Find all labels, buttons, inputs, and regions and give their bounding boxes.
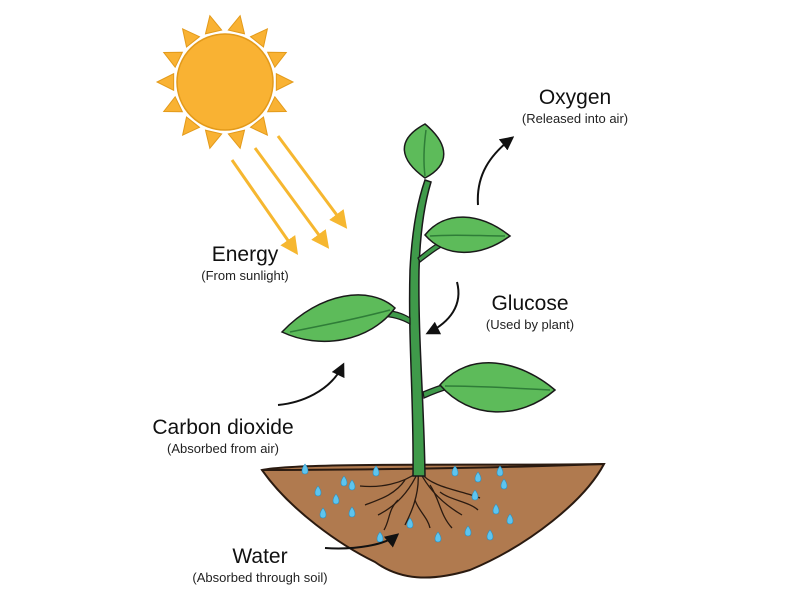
- energy-label: Energy (From sunlight): [180, 243, 310, 284]
- water-drop: [486, 529, 494, 541]
- water-drop: [301, 463, 309, 475]
- sun-spike: [204, 14, 223, 35]
- plant-stem: [408, 179, 432, 477]
- water-drop: [348, 506, 356, 518]
- leaf-left: [280, 294, 397, 343]
- water-drop: [314, 485, 322, 497]
- water-arrow: [324, 533, 400, 550]
- water-subtitle: (Absorbed through soil): [192, 570, 328, 585]
- water-drop: [434, 531, 442, 543]
- sun-spike: [275, 72, 295, 92]
- water-drop: [496, 465, 504, 477]
- water-drop: [332, 493, 340, 505]
- sun-spike: [204, 129, 223, 150]
- sun-spike: [181, 27, 201, 48]
- glucose-arrow: [425, 281, 460, 335]
- leaf-lower-right: [439, 362, 557, 413]
- carbon-dioxide-title: Carbon dioxide: [152, 416, 294, 439]
- glucose-subtitle: (Used by plant): [485, 317, 575, 332]
- sun-spike: [249, 116, 269, 137]
- water-drop: [348, 479, 356, 491]
- glucose-label: Glucose (Used by plant): [465, 292, 595, 333]
- energy-title: Energy: [211, 243, 279, 266]
- water-label: Water (Absorbed through soil): [170, 545, 350, 586]
- sun-spike: [227, 14, 246, 35]
- soil-mound: [260, 462, 606, 579]
- carbon-dioxide-subtitle: (Absorbed from air): [167, 441, 279, 456]
- carbon-dioxide-label: Carbon dioxide (Absorbed from air): [138, 416, 308, 457]
- water-drops: [301, 463, 514, 543]
- oxygen-arrow: [476, 136, 515, 206]
- water-drop: [340, 475, 348, 487]
- water-drop: [471, 489, 479, 501]
- sun-spike: [266, 95, 288, 113]
- water-title: Water: [232, 545, 288, 568]
- water-drop: [372, 465, 380, 477]
- oxygen-label: Oxygen (Released into air): [500, 86, 650, 127]
- sun-spike: [266, 51, 288, 69]
- carbon-dioxide-arrow: [277, 362, 345, 406]
- leaf-top: [403, 123, 445, 179]
- sun-spike: [181, 116, 201, 137]
- sun-spike: [162, 51, 184, 69]
- energy-subtitle: (From sunlight): [201, 268, 289, 283]
- water-drop: [492, 503, 500, 515]
- sun-icon: [155, 14, 295, 150]
- glucose-title: Glucose: [491, 292, 569, 315]
- sun-spike: [162, 95, 184, 113]
- water-drop: [451, 465, 459, 477]
- water-drop: [319, 507, 327, 519]
- oxygen-title: Oxygen: [538, 86, 612, 109]
- sun-spike: [249, 27, 269, 48]
- water-drop: [474, 471, 482, 483]
- leaf-upper-right: [424, 216, 512, 254]
- sunlight-rays: [230, 135, 348, 255]
- water-drop: [376, 531, 384, 543]
- oxygen-subtitle: (Released into air): [521, 111, 629, 126]
- water-drop: [406, 517, 414, 529]
- water-drop: [464, 525, 472, 537]
- water-drop: [506, 513, 514, 525]
- water-drop: [500, 478, 508, 490]
- sun-spike: [155, 72, 175, 92]
- sun-spike: [227, 129, 246, 150]
